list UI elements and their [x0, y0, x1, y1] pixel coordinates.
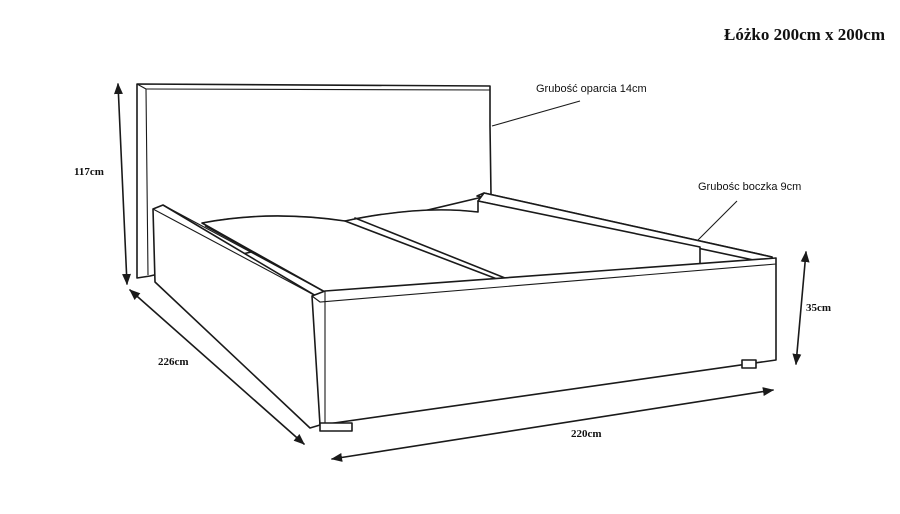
height-label: 117cm	[74, 166, 104, 178]
length-arrow	[129, 289, 305, 445]
front-left-leg	[319, 422, 353, 432]
diagram-title: Łóżko 200cm x 200cm	[724, 25, 885, 44]
frame-height-arrow	[792, 250, 810, 366]
footboard	[311, 257, 777, 426]
height-arrow	[113, 82, 132, 286]
width-arrow	[330, 387, 775, 462]
headboard-leader	[491, 100, 581, 127]
side-thickness-note: Grubośc boczka 9cm	[698, 181, 801, 193]
front-right-leg	[741, 359, 757, 369]
dimension-lines	[113, 82, 810, 462]
frame-height-label: 35cm	[806, 302, 831, 314]
length-label: 226cm	[158, 356, 189, 368]
side-leader	[697, 200, 738, 241]
width-label: 220cm	[571, 428, 602, 440]
mattress-base	[201, 200, 701, 293]
bed-drawing	[136, 83, 777, 432]
headboard-thickness-note: Grubość oparcia 14cm	[536, 83, 647, 95]
